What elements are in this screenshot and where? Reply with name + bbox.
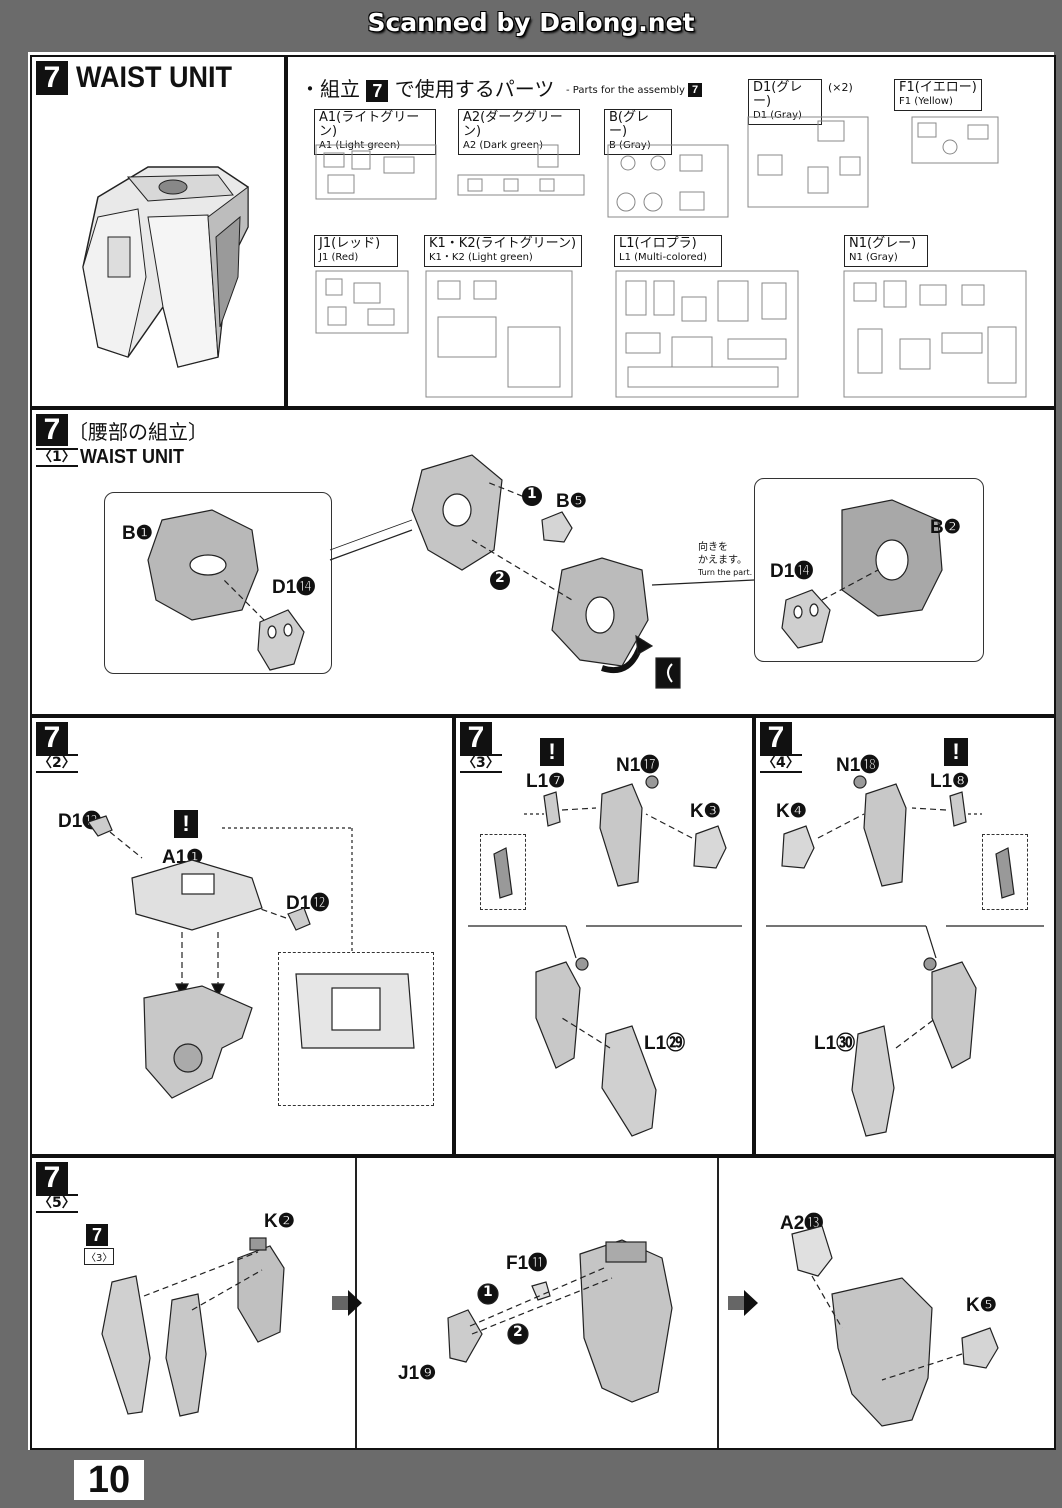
sprue-d1-en: D1 (Gray) — [753, 110, 802, 121]
step-2-box: 7 〈2〉 ! D1⓬ A1❶ D1⓬ — [30, 716, 454, 1156]
part-label-n18: N1⓲ — [836, 755, 880, 776]
header-box: 7 WAIST UNIT — [30, 55, 286, 408]
step-3-diagram — [468, 775, 742, 1137]
ref-step-sub: 〈3〉 — [84, 1248, 115, 1265]
sprue-a1-jp: A1(ライトグリーン) — [319, 110, 420, 139]
header-title: WAIST UNIT — [76, 61, 232, 94]
step-1-order-1: 1 — [527, 486, 537, 502]
step-1-title-jp: 〔腰部の組立〕 — [68, 420, 208, 444]
step-5-diagram — [101, 1158, 999, 1448]
parts-title-jp: ・組立 — [300, 77, 360, 101]
page-number: 10 — [74, 1460, 144, 1500]
step-1-sub: 〈1〉 — [36, 448, 78, 467]
sprue-label-a2: A2(ダークグリーン)A2 (Dark green) — [458, 109, 580, 155]
parts-title-en-step: 7 — [688, 83, 703, 97]
warning-icon: ! — [174, 810, 198, 838]
step-1-order-2: 2 — [495, 570, 505, 586]
sprue-label-l1: L1(イロプラ)L1 (Multi-colored) — [614, 235, 722, 267]
step-4-diagram — [766, 775, 1044, 1137]
step-1-box: 7 〔腰部の組立〕 〈1〉 WAIST UNIT — [30, 408, 1056, 716]
step-2-sub: 〈2〉 — [36, 754, 78, 773]
step-5-box: 7 〈5〉 7 〈3〉 K❷ F1⓫ J1❾ A2⓭ K❺ — [30, 1156, 1056, 1450]
step-1-title-en: WAIST UNIT — [80, 446, 184, 468]
part-label-b5: B❺ — [556, 491, 587, 512]
part-label-l18: L1❽ — [930, 771, 970, 792]
parts-title-en-text: - Parts for the assembly — [566, 85, 685, 96]
part-label-l17: L1❼ — [526, 771, 566, 792]
parts-title-en: - Parts for the assembly 7 — [566, 83, 703, 97]
step-3-box: 7 〈3〉 ! L1❼ N1⓱ K❸ L1㉙ — [454, 716, 754, 1156]
parts-list-box: ・組立 7 で使用するパーツ - Parts for the assembly … — [286, 55, 1056, 408]
sprue-b-jp: B(グレー) — [609, 110, 649, 139]
parts-title-jp2: で使用するパーツ — [394, 77, 555, 101]
sprue-label-j1: J1(レッド)J1 (Red) — [314, 235, 398, 267]
callout-right — [754, 478, 984, 662]
part-label-j19: J1❾ — [398, 1363, 437, 1384]
step-4-sub: 〈4〉 — [760, 754, 802, 773]
step-number-badge: 7 — [36, 61, 68, 95]
part-label-b2: B❷ — [930, 517, 961, 538]
ref-step-number: 7 — [86, 1224, 108, 1246]
part-label-b1: B❶ — [122, 523, 153, 544]
sprue-n1-jp: N1(グレー) — [849, 236, 917, 251]
sprue-k-en: K1・K2 (Light green) — [429, 252, 533, 263]
part-label-n17: N1⓱ — [616, 755, 660, 776]
sprue-j1-en: J1 (Red) — [319, 252, 359, 263]
step-1-diagram — [147, 454, 943, 689]
detail-inset — [278, 952, 434, 1106]
part-label-f11: F1⓫ — [506, 1253, 548, 1274]
sprue-label-n1: N1(グレー)N1 (Gray) — [844, 235, 928, 267]
sprue-d1-count: (×2) — [828, 81, 853, 94]
scan-banner: Scanned by Dalong.net — [367, 8, 695, 37]
sprue-n1-en: N1 (Gray) — [849, 252, 898, 263]
sprue-a2-en: A2 (Dark green) — [463, 140, 543, 151]
step-5-sub: 〈5〉 — [36, 1194, 78, 1213]
sprue-k-jp: K1・K2(ライトグリーン) — [429, 236, 577, 251]
step-5-order-2: 2 — [513, 1324, 523, 1340]
warning-icon: ! — [540, 738, 564, 766]
warning-icon: ! — [944, 738, 968, 766]
step-2-number: 7 — [36, 722, 68, 754]
part-label-k4: K❹ — [776, 801, 807, 822]
part-label-k2: K❷ — [264, 1211, 295, 1232]
sprue-label-k1k2: K1・K2(ライトグリーン)K1・K2 (Light green) — [424, 235, 582, 267]
callout-left — [104, 492, 332, 674]
turn-note-jp-1: 向きを — [698, 542, 728, 553]
part-label-d14-left: D1⓮ — [272, 577, 316, 598]
parts-title-step: 7 — [366, 79, 389, 102]
sprue-l1-en: L1 (Multi-colored) — [619, 252, 707, 263]
sprue-j1-jp: J1(レッド) — [319, 236, 381, 251]
part-label-l29: L1㉙ — [644, 1033, 686, 1054]
sprue-label-f1: F1(イエロー)F1 (Yellow) — [894, 79, 982, 111]
part-label-d12-left: D1⓬ — [58, 811, 102, 832]
detail-inset — [480, 834, 526, 910]
step-1-number: 7 — [36, 414, 68, 446]
step-4-number: 7 — [760, 722, 792, 754]
step-3-sub: 〈3〉 — [460, 754, 502, 773]
sprue-f1-en: F1 (Yellow) — [899, 96, 953, 107]
detail-inset — [982, 834, 1028, 910]
turn-note-en: Turn the part. — [698, 568, 753, 577]
step-2-diagram — [87, 815, 415, 1099]
step-4-box: 7 〈4〉 ! N1⓲ L1❽ K❹ L1㉚ — [754, 716, 1056, 1156]
sprue-l1-jp: L1(イロプラ) — [619, 236, 697, 251]
sprue-f1-jp: F1(イエロー) — [899, 80, 977, 95]
part-label-l30: L1㉚ — [814, 1033, 856, 1054]
sprue-d1-jp: D1(グレー) — [753, 80, 803, 109]
sprue-drawings — [315, 116, 1027, 398]
part-label-k5: K❺ — [966, 1295, 997, 1316]
parts-title: ・組立 7 で使用するパーツ — [300, 73, 554, 102]
turn-note-jp-2: かえます。 — [698, 555, 747, 566]
part-label-d12-right: D1⓬ — [286, 893, 330, 914]
part-label-k3: K❸ — [690, 801, 721, 822]
waist-unit-illustration — [82, 166, 249, 368]
step-3-number: 7 — [460, 722, 492, 754]
part-label-d14-right: D1⓮ — [770, 561, 814, 582]
sprue-a2-jp: A2(ダークグリーン) — [463, 110, 563, 139]
step-5-order-1: 1 — [483, 1284, 493, 1300]
step-5-number: 7 — [36, 1162, 68, 1194]
